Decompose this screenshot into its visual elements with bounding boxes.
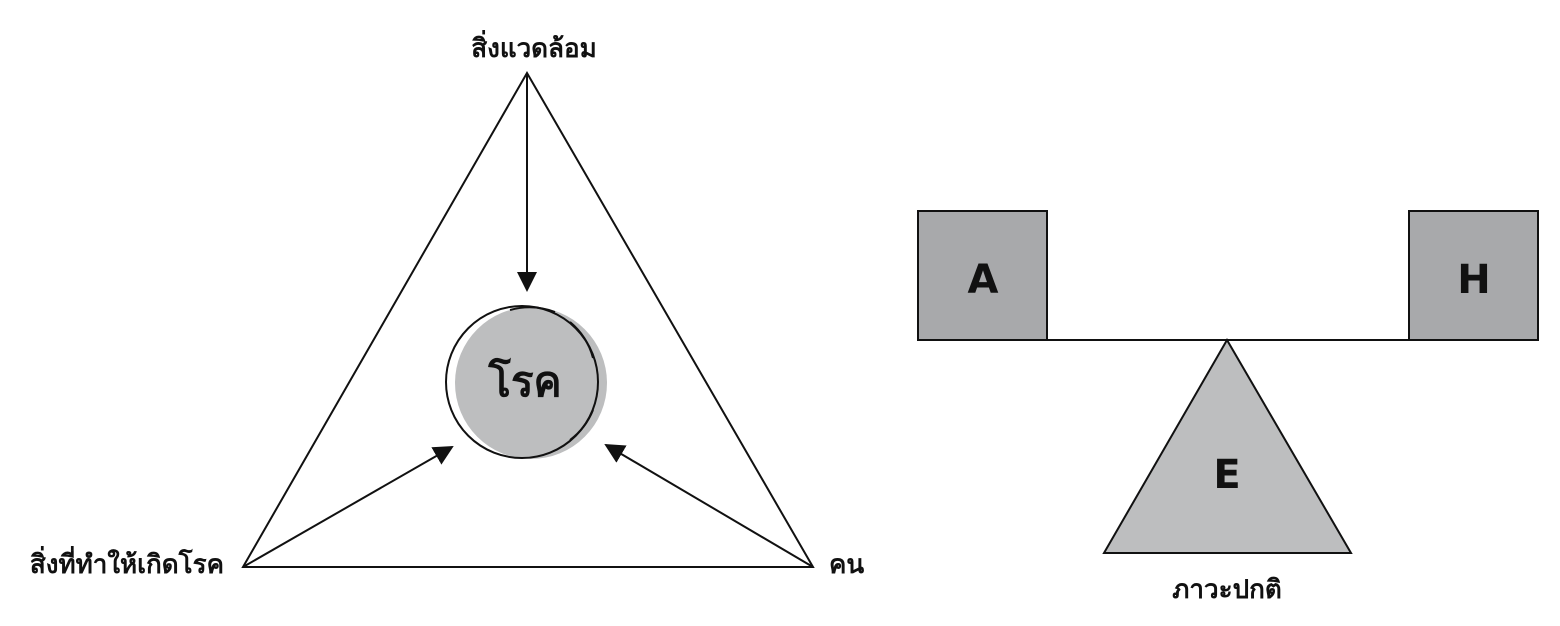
host-box [1408, 210, 1539, 341]
label-environment: สิ่งแวดล้อม [471, 29, 597, 64]
disease-circle-accent-topleft [509, 306, 556, 313]
disease-circle-accent-bottom [569, 409, 594, 441]
label-agent: สิ่งที่ทำให้เกิดโรค [30, 545, 224, 580]
arrow-agent-to-disease [242, 446, 454, 568]
agent-box [917, 210, 1048, 341]
arrow-host-to-disease [604, 443, 814, 568]
disease-circle-outline [445, 305, 599, 459]
balance-diagram: A H E ภาวะปกติ [917, 210, 1539, 605]
triangle-outline [241, 70, 815, 568]
disease-circle-fill [455, 307, 607, 459]
epidemiologic-triangle: สิ่งแวดล้อม สิ่งที่ทำให้เกิดโรค คน โรค [30, 29, 865, 580]
label-host-box: H [1457, 257, 1490, 303]
disease-circle [445, 305, 607, 459]
label-normal-state: ภาวะปกติ [1172, 575, 1281, 605]
label-host: คน [829, 550, 864, 580]
label-disease: โรค [487, 357, 561, 406]
label-agent-box: A [968, 257, 999, 303]
label-fulcrum: E [1213, 452, 1240, 498]
disease-circle-accent-top [569, 321, 594, 359]
environment-fulcrum [1102, 338, 1353, 554]
